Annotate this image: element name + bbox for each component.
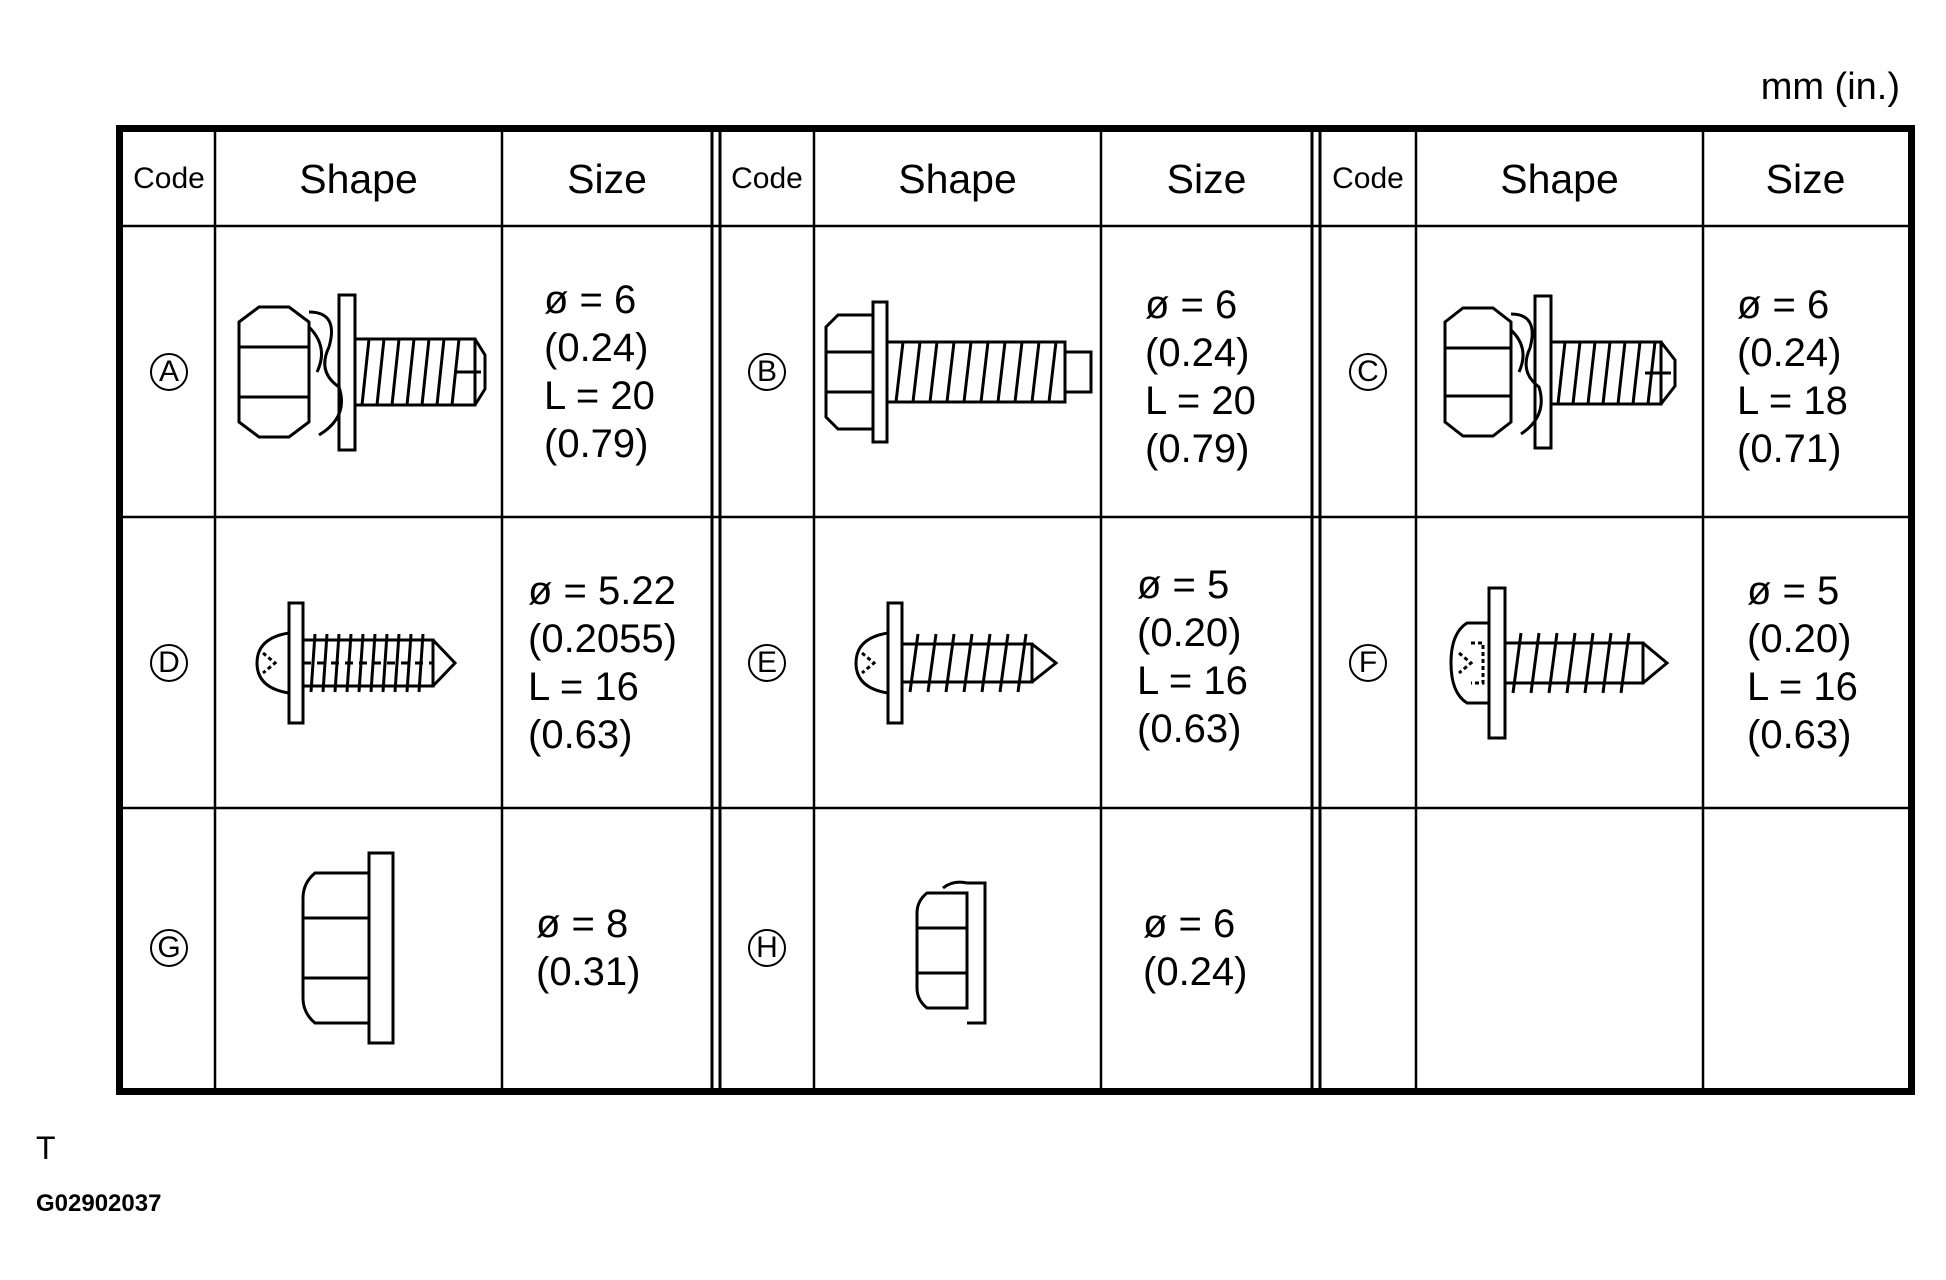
size-line: (0.63) [528, 712, 633, 757]
hex-bolt-with-spring-washer-icon [215, 226, 502, 517]
size-line: L = 16 [528, 664, 639, 709]
size-line: (0.24) [1145, 330, 1250, 375]
size-line: (0.2055) [528, 616, 677, 661]
size-line: (0.31) [536, 950, 641, 994]
size-line: (0.71) [1737, 426, 1842, 471]
size-line: (0.24) [1143, 950, 1248, 994]
header-size: Size [567, 155, 647, 202]
code-cell: G [123, 808, 215, 1088]
size-line: L = 18 [1737, 378, 1848, 423]
size-cell: ø = 5 (0.20) L = 16 (0.63) [1101, 517, 1312, 808]
code-label: G [150, 929, 188, 967]
size-line: (0.24) [544, 325, 649, 370]
size-line: L = 20 [544, 373, 655, 418]
size-line: (0.79) [1145, 426, 1250, 471]
size-line: L = 16 [1747, 664, 1858, 709]
code-label: A [150, 352, 188, 391]
size-line: (0.20) [1747, 616, 1852, 661]
size-line: (0.79) [544, 421, 649, 466]
header-code: Code [731, 162, 803, 195]
size-line: (0.24) [1737, 330, 1842, 375]
size-line: ø = 6 [544, 277, 637, 322]
header-code: Code [1332, 162, 1404, 195]
size-line: ø = 8 [536, 902, 629, 946]
code-cell: B [720, 226, 814, 517]
code-label: E [748, 643, 786, 682]
header-shape: Shape [898, 155, 1017, 202]
footer-mark: T [36, 1130, 56, 1166]
header-shape: Shape [1500, 155, 1619, 202]
size-cell: ø = 8 (0.31) [502, 808, 712, 1088]
header-size: Size [1166, 155, 1247, 202]
size-line: L = 20 [1145, 378, 1256, 423]
code-cell: F [1320, 517, 1416, 808]
header-code: Code [133, 162, 205, 195]
pan-head-tapping-screw-icon [215, 517, 502, 808]
size-line: ø = 5 [1747, 568, 1840, 613]
code-label: D [150, 643, 188, 682]
size-cell: ø = 6 (0.24) L = 20 (0.79) [1101, 226, 1312, 517]
hex-bolt-with-spring-washer-icon [1416, 226, 1703, 517]
size-line: ø = 5 [1137, 562, 1230, 607]
table-grid-lines [123, 132, 1908, 1088]
header-size: Size [1765, 155, 1846, 202]
code-label: F [1349, 643, 1387, 682]
header-shape: Shape [299, 155, 418, 202]
size-line: ø = 6 [1143, 902, 1236, 946]
pan-head-tapping-screw-icon [814, 517, 1101, 808]
size-cell: ø = 5.22 (0.2055) L = 16 (0.63) [502, 517, 712, 808]
size-line: L = 16 [1137, 658, 1248, 703]
code-cell: E [720, 517, 814, 808]
size-cell: ø = 6 (0.24) L = 18 (0.71) [1703, 226, 1908, 517]
fastener-table: Code Shape Size Code Shape Size Code Sha… [116, 125, 1915, 1095]
code-label: B [748, 352, 786, 391]
code-cell: D [123, 517, 215, 808]
flange-nut-icon [814, 808, 1101, 1088]
code-cell: H [720, 808, 814, 1088]
hex-washer-head-tapping-screw-icon [1416, 517, 1703, 808]
unit-label: mm (in.) [1760, 66, 1900, 108]
size-line: ø = 6 [1145, 282, 1238, 327]
size-cell: ø = 5 (0.20) L = 16 (0.63) [1703, 517, 1908, 808]
flange-nut-icon [215, 808, 502, 1088]
size-cell: ø = 6 (0.24) L = 20 (0.79) [502, 226, 712, 517]
code-label: H [748, 929, 786, 967]
code-cell: C [1320, 226, 1416, 517]
size-line: ø = 6 [1737, 282, 1830, 327]
size-line: ø = 5.22 [528, 568, 676, 613]
figure-id: G02902037 [36, 1190, 162, 1217]
size-cell: ø = 6 (0.24) [1101, 808, 1312, 1088]
code-cell: A [123, 226, 215, 517]
size-line: (0.63) [1747, 712, 1852, 757]
size-line: (0.63) [1137, 706, 1242, 751]
flange-hex-bolt-icon [814, 226, 1101, 517]
code-label: C [1349, 352, 1387, 391]
size-line: (0.20) [1137, 610, 1242, 655]
